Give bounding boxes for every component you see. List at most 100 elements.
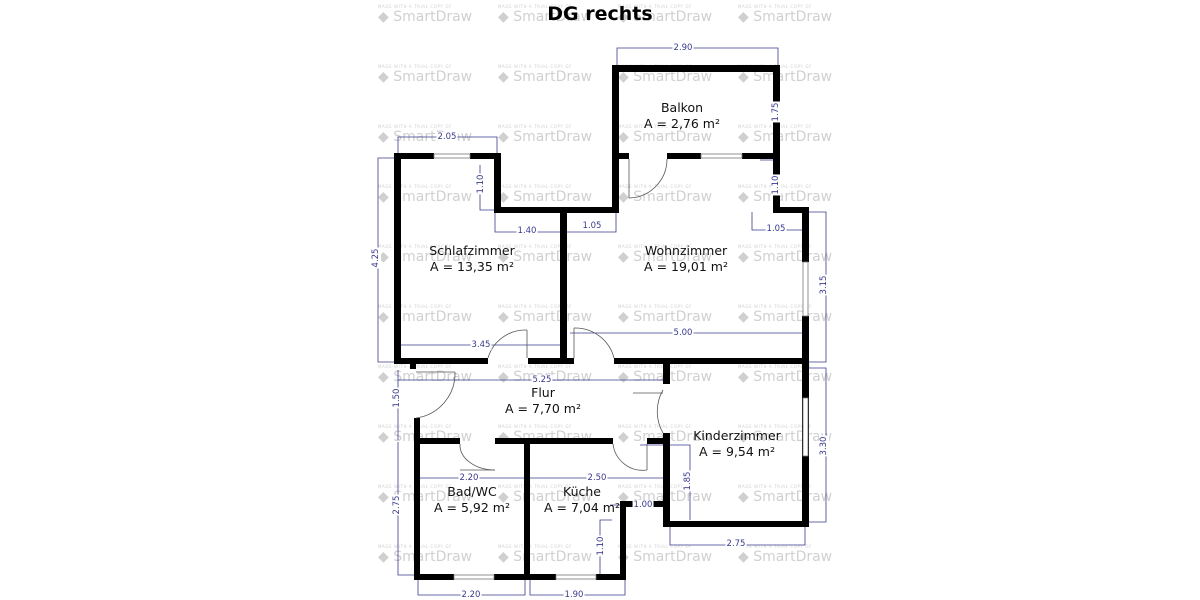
diamond-logo-icon: ◆ — [378, 429, 394, 445]
watermark-brand: ◆ SmartDraw — [378, 249, 472, 265]
diamond-logo-icon: ◆ — [498, 309, 514, 325]
room-area: A = 19,01 m² — [644, 259, 728, 274]
watermark-brand: ◆ SmartDraw — [378, 189, 472, 205]
watermark-text: SmartDraw — [753, 549, 833, 565]
watermark-caption: MADE WITH A TRIAL COPY OF — [378, 244, 452, 249]
diamond-logo-icon: ◆ — [738, 9, 754, 25]
dim-flur-height: 1.50 — [392, 387, 402, 409]
watermark-brand: ◆ SmartDraw — [618, 189, 712, 205]
room-name: Kinderzimmer — [693, 428, 781, 443]
watermark-caption: MADE WITH A TRIAL COPY OF — [618, 184, 692, 189]
watermark-brand: ◆ SmartDraw — [618, 309, 712, 325]
room-area: A = 7,70 m² — [505, 401, 581, 416]
watermark-brand: ◆ SmartDraw — [618, 129, 712, 145]
watermark-caption: MADE WITH A TRIAL COPY OF — [618, 544, 692, 549]
diamond-logo-icon: ◆ — [618, 249, 634, 265]
watermark-brand: ◆ SmartDraw — [738, 489, 832, 505]
watermark-brand: ◆ SmartDraw — [738, 129, 832, 145]
diamond-logo-icon: ◆ — [498, 489, 514, 505]
dim-schlaf-step-v: 1.10 — [476, 173, 486, 195]
watermark-caption: MADE WITH A TRIAL COPY OF — [378, 184, 452, 189]
dim-schlaf-height: 4.25 — [371, 247, 381, 269]
room-flur: Flur A = 7,70 m² — [505, 385, 581, 417]
diamond-logo-icon: ◆ — [618, 69, 634, 85]
watermark-caption: MADE WITH A TRIAL COPY OF — [738, 544, 812, 549]
diamond-logo-icon: ◆ — [378, 249, 394, 265]
watermark-text: SmartDraw — [753, 489, 833, 505]
watermark-brand: ◆ SmartDraw — [498, 309, 592, 325]
watermark: MADE WITH A TRIAL COPY OF◆ SmartDraw — [378, 4, 472, 30]
diamond-logo-icon: ◆ — [738, 369, 754, 385]
watermark-text: SmartDraw — [633, 189, 713, 205]
watermark-caption: MADE WITH A TRIAL COPY OF — [738, 244, 812, 249]
watermark-brand: ◆ SmartDraw — [738, 369, 832, 385]
room-area: A = 7,04 m² — [544, 500, 620, 515]
watermark: MADE WITH A TRIAL COPY OF◆ SmartDraw — [378, 304, 472, 330]
diamond-logo-icon: ◆ — [738, 129, 754, 145]
watermark: MADE WITH A TRIAL COPY OF◆ SmartDraw — [378, 244, 472, 270]
watermark-brand: ◆ SmartDraw — [738, 69, 832, 85]
watermark-brand: ◆ SmartDraw — [378, 489, 472, 505]
diamond-logo-icon: ◆ — [378, 369, 394, 385]
watermark-caption: MADE WITH A TRIAL COPY OF — [738, 484, 812, 489]
room-name: Balkon — [660, 100, 704, 115]
watermark-caption: MADE WITH A TRIAL COPY OF — [498, 244, 572, 249]
room-name: Bad/WC — [447, 484, 497, 499]
watermark-text: SmartDraw — [393, 489, 473, 505]
watermark: MADE WITH A TRIAL COPY OF◆ SmartDraw — [498, 64, 592, 90]
dim-schlaf-top: 2.05 — [436, 132, 458, 142]
watermark-brand: ◆ SmartDraw — [738, 309, 832, 325]
diamond-logo-icon: ◆ — [378, 129, 394, 145]
diamond-logo-icon: ◆ — [498, 249, 514, 265]
watermark: MADE WITH A TRIAL COPY OF◆ SmartDraw — [618, 244, 712, 270]
watermark-caption: MADE WITH A TRIAL COPY OF — [498, 364, 572, 369]
watermark-caption: MADE WITH A TRIAL COPY OF — [618, 484, 692, 489]
watermark-text: SmartDraw — [753, 249, 833, 265]
watermark-brand: ◆ SmartDraw — [378, 549, 472, 565]
diamond-logo-icon: ◆ — [498, 429, 514, 445]
dim-balkon-step: 1.10 — [771, 174, 781, 196]
watermark: MADE WITH A TRIAL COPY OF◆ SmartDraw — [498, 184, 592, 210]
diamond-logo-icon: ◆ — [498, 549, 514, 565]
watermark-caption: MADE WITH A TRIAL COPY OF — [618, 304, 692, 309]
watermark-text: SmartDraw — [393, 549, 473, 565]
dim-kinder-width: 2.75 — [725, 539, 747, 549]
watermark-text: SmartDraw — [393, 9, 473, 25]
watermark-brand: ◆ SmartDraw — [498, 489, 592, 505]
watermark-caption: MADE WITH A TRIAL COPY OF — [618, 244, 692, 249]
plan-title: DG rechts — [547, 3, 653, 25]
watermark-text: SmartDraw — [633, 9, 713, 25]
watermark-caption: MADE WITH A TRIAL COPY OF — [378, 304, 452, 309]
watermark-caption: MADE WITH A TRIAL COPY OF — [498, 424, 572, 429]
dim-bad-bottom: 2.20 — [460, 590, 482, 600]
diamond-logo-icon: ◆ — [618, 9, 634, 25]
watermark-brand: ◆ SmartDraw — [498, 549, 592, 565]
dim-kueche-step-v: 1.10 — [596, 535, 606, 557]
watermark-text: SmartDraw — [753, 369, 833, 385]
dim-kinder-step: 1.85 — [683, 470, 693, 492]
watermark: MADE WITH A TRIAL COPY OF◆ SmartDraw — [738, 244, 832, 270]
watermark-text: SmartDraw — [633, 549, 713, 565]
watermark-caption: MADE WITH A TRIAL COPY OF — [498, 4, 572, 9]
watermark-text: SmartDraw — [513, 69, 593, 85]
watermark-text: SmartDraw — [513, 189, 593, 205]
room-area: A = 13,35 m² — [430, 259, 514, 274]
watermark-caption: MADE WITH A TRIAL COPY OF — [618, 424, 692, 429]
watermark-caption: MADE WITH A TRIAL COPY OF — [618, 124, 692, 129]
watermark: MADE WITH A TRIAL COPY OF◆ SmartDraw — [378, 64, 472, 90]
diamond-logo-icon: ◆ — [738, 69, 754, 85]
watermark-caption: MADE WITH A TRIAL COPY OF — [738, 364, 812, 369]
watermark-brand: ◆ SmartDraw — [738, 429, 832, 445]
watermark-caption: MADE WITH A TRIAL COPY OF — [498, 484, 572, 489]
diamond-logo-icon: ◆ — [738, 309, 754, 325]
dim-kueche-top: 2.50 — [586, 473, 608, 483]
door-swings — [415, 158, 668, 471]
watermark: MADE WITH A TRIAL COPY OF◆ SmartDraw — [618, 4, 712, 30]
watermark: MADE WITH A TRIAL COPY OF◆ SmartDraw — [498, 544, 592, 570]
diamond-logo-icon: ◆ — [738, 429, 754, 445]
watermark: MADE WITH A TRIAL COPY OF◆ SmartDraw — [738, 364, 832, 390]
watermark-caption: MADE WITH A TRIAL COPY OF — [378, 64, 452, 69]
watermark-text: SmartDraw — [753, 69, 833, 85]
room-kueche: Küche A = 7,04 m² — [544, 484, 620, 516]
dim-bad-top: 2.20 — [458, 473, 480, 483]
